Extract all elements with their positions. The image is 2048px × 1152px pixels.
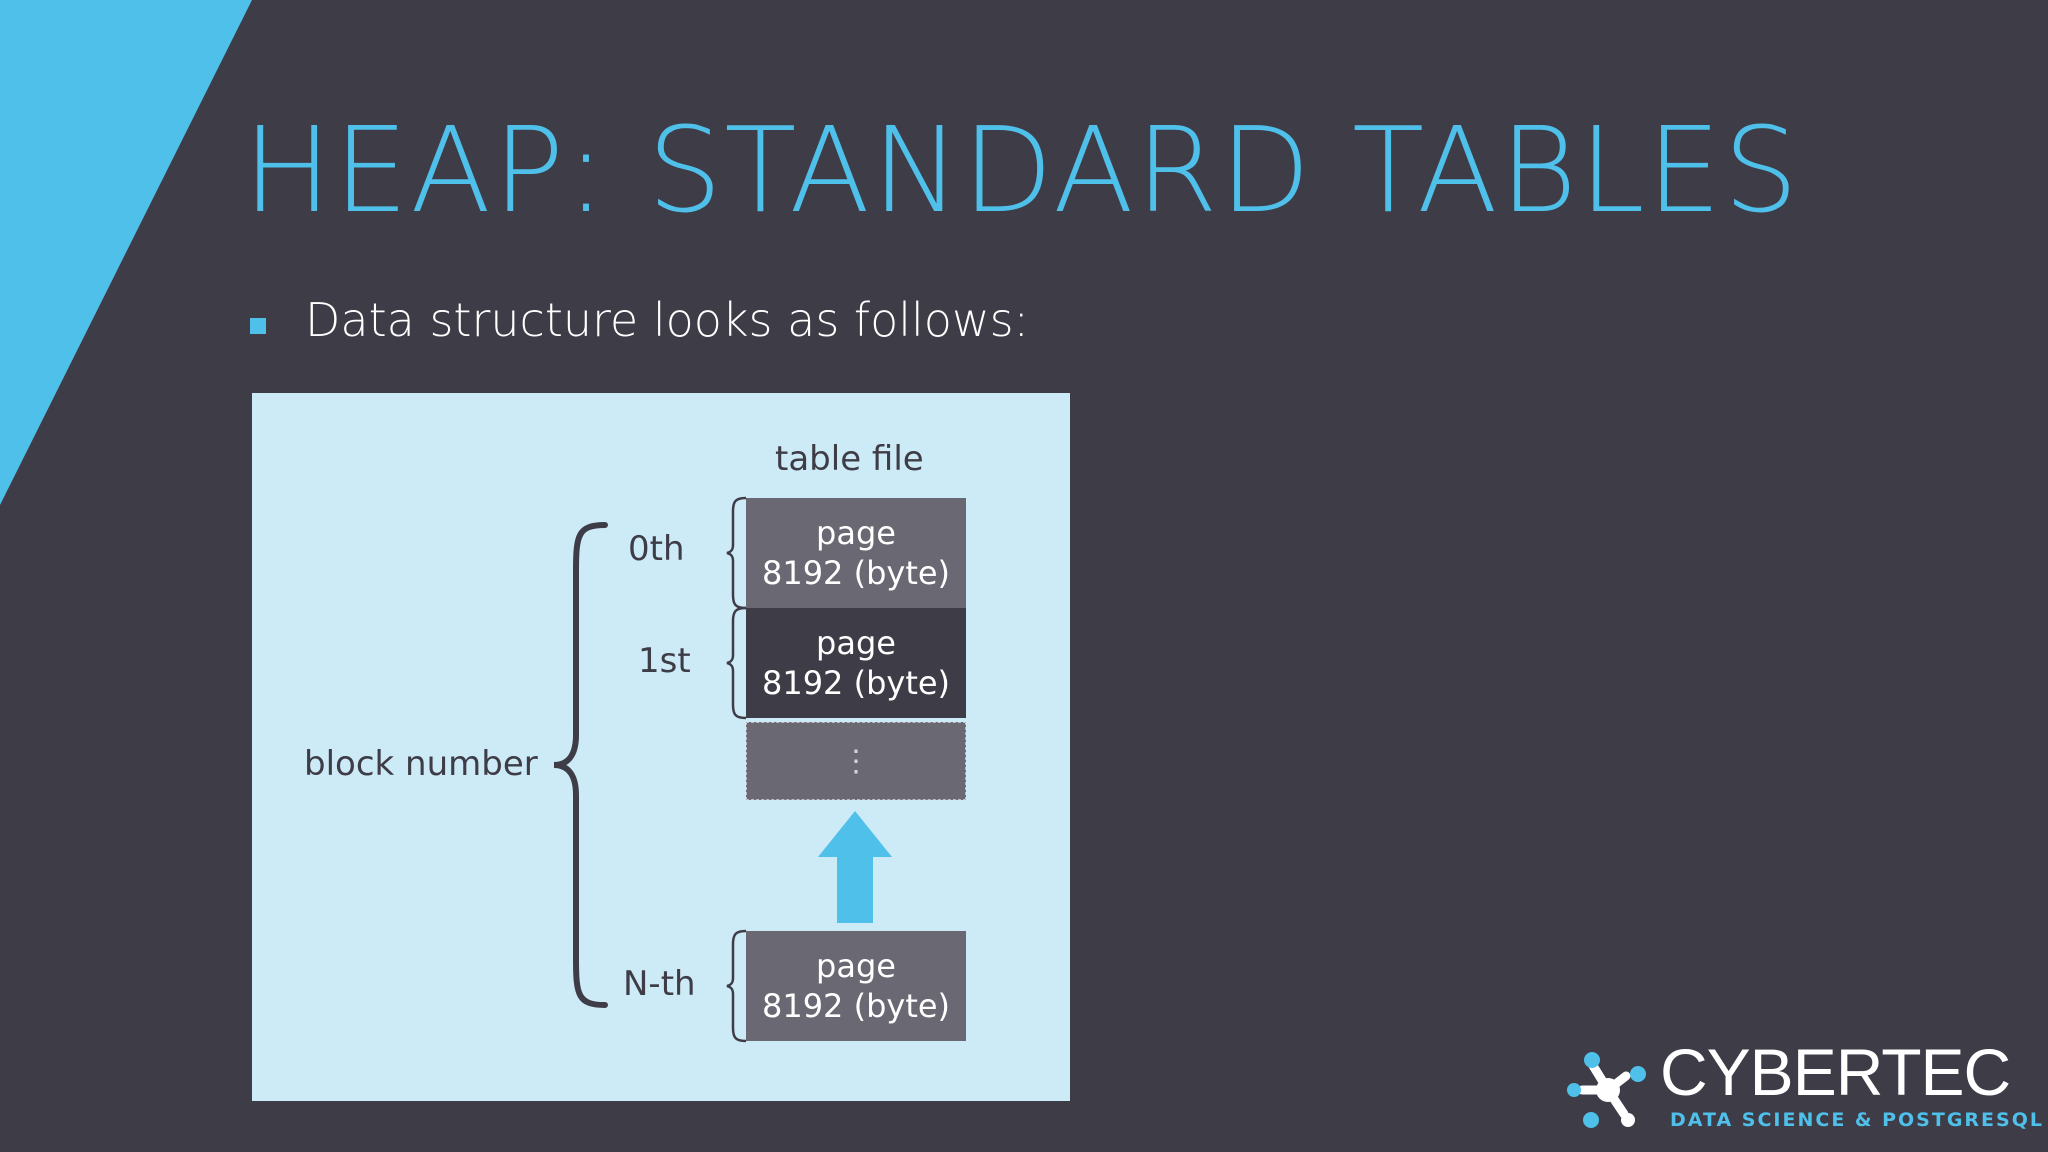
page-n-brace [726,929,747,1043]
bullet-text: Data structure looks as follows: [305,293,1030,347]
page-0-brace [726,496,747,610]
page-0-title: page [816,514,896,552]
ellipsis-icon: ⋮ [841,744,871,778]
upward-arrow-icon [818,811,892,923]
page-1-size: 8192 (byte) [761,664,951,702]
block-number-brace [553,522,608,1008]
arrow-up-icon [818,857,819,923]
page-1-index-label: 1st [638,641,691,681]
cybertec-logo: CYBERTEC DATA SCIENCE & POSTGRESQL [1566,1036,2042,1138]
page-n-title: page [816,947,896,985]
page-1-brace [726,606,747,720]
block-number-label: block number [304,744,538,784]
cybertec-molecule-icon [1567,1052,1646,1128]
ellipsis-block: ⋮ [746,722,966,800]
bullet-square-icon [250,318,266,334]
page-block-n: page 8192 (byte) [746,931,966,1041]
table-file-label: table file [775,439,924,479]
page-0-index-label: 0th [628,529,685,569]
logo-tagline: DATA SCIENCE & POSTGRESQL [1670,1109,2044,1131]
heap-diagram: table file block number 0th 1st N-th pag… [252,393,1070,1101]
logo-wordmark: CYBERTEC [1660,1035,2011,1109]
diagram-brackets [553,496,892,1043]
page-1-title: page [816,624,896,662]
page-n-index-label: N-th [623,964,696,1004]
page-block-0: page 8192 (byte) [746,498,966,608]
accent-corner-shape [0,0,252,505]
page-block-1: page 8192 (byte) [746,608,966,718]
page-n-size: 8192 (byte) [761,987,951,1025]
page-0-size: 8192 (byte) [761,554,951,592]
page-title: HEAP: STANDARD TABLES [243,101,1801,239]
